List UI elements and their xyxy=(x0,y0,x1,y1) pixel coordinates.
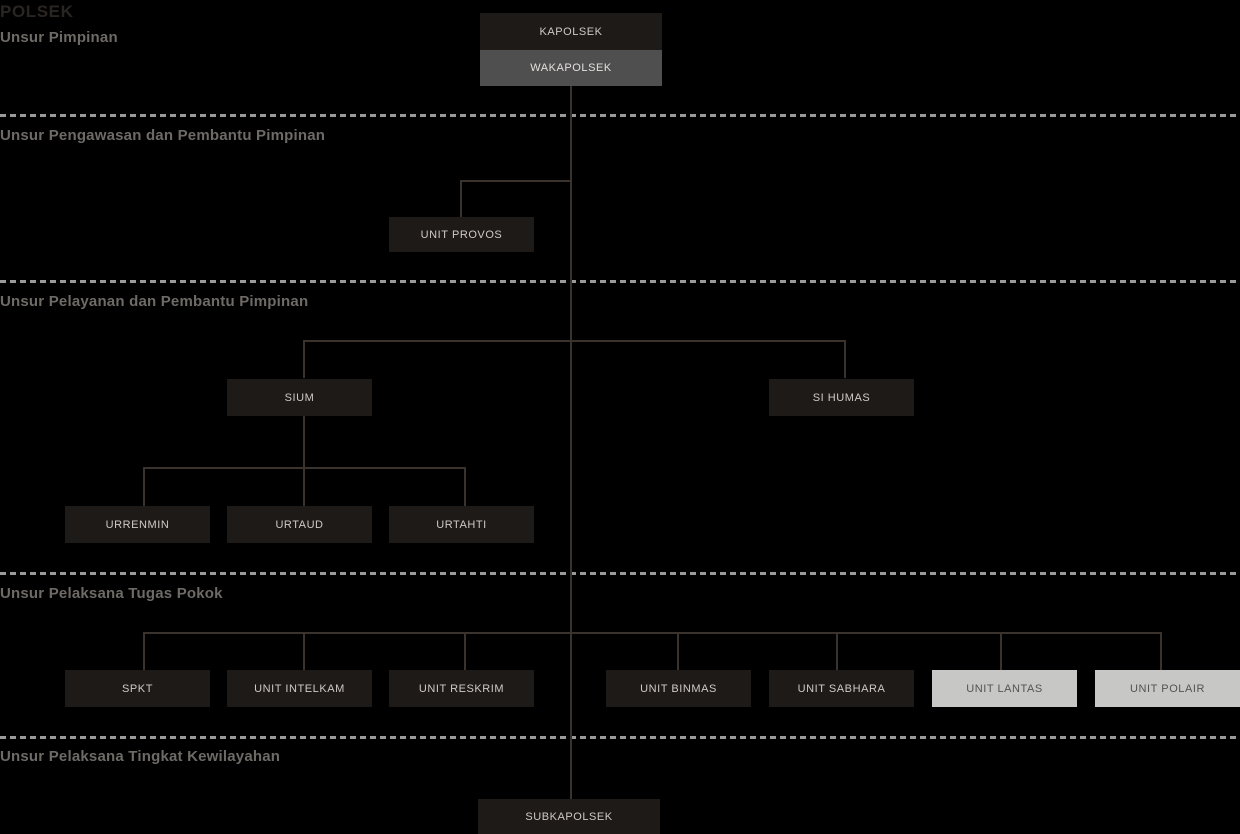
connector-sium-drop xyxy=(303,340,305,378)
section-label-pimpinan: Unsur Pimpinan xyxy=(0,29,118,46)
node-unit-intelkam[interactable]: UNIT INTELKAM xyxy=(227,670,372,707)
connector-urrenmin-drop xyxy=(143,467,145,506)
node-urtahti[interactable]: URTAHTI xyxy=(389,506,534,543)
connector-lantas-drop xyxy=(1000,632,1002,671)
connector-polair-drop xyxy=(1160,632,1162,671)
connector-intelkam-drop xyxy=(303,632,305,671)
node-unit-reskrim[interactable]: UNIT RESKRIM xyxy=(389,670,534,707)
node-unit-provos[interactable]: UNIT PROVOS xyxy=(389,217,534,252)
connector-provos-vertical xyxy=(460,180,462,218)
node-urtaud[interactable]: URTAUD xyxy=(227,506,372,543)
node-subkapolsek[interactable]: SUBKAPOLSEK xyxy=(478,799,660,834)
node-sium[interactable]: SIUM xyxy=(227,379,372,416)
section-label-pengawasan: Unsur Pengawasan dan Pembantu Pimpinan xyxy=(0,127,326,144)
node-kapolsek[interactable]: KAPOLSEK xyxy=(480,13,662,50)
page-title: POLSEK xyxy=(0,2,74,21)
section-label-pelayanan: Unsur Pelayanan dan Pembantu Pimpinan xyxy=(0,293,309,310)
node-unit-binmas[interactable]: UNIT BINMAS xyxy=(606,670,751,707)
node-urrenmin[interactable]: URRENMIN xyxy=(65,506,210,543)
connector-urtahti-drop xyxy=(464,467,466,506)
section-divider-3 xyxy=(0,572,1240,575)
section-divider-1 xyxy=(0,114,1240,117)
connector-reskrim-drop xyxy=(464,632,466,671)
node-spkt[interactable]: SPKT xyxy=(65,670,210,707)
section-divider-4 xyxy=(0,736,1240,739)
section-label-kewilayahan: Unsur Pelaksana Tingkat Kewilayahan xyxy=(0,748,281,765)
connector-sihumas-drop xyxy=(844,340,846,378)
node-wakapolsek[interactable]: WAKAPOLSEK xyxy=(480,50,662,86)
connector-binmas-drop xyxy=(677,632,679,671)
node-unit-sabhara[interactable]: UNIT SABHARA xyxy=(769,670,914,707)
section-divider-2 xyxy=(0,280,1240,283)
connector-sabhara-drop xyxy=(836,632,838,671)
connector-urtaud-drop xyxy=(303,467,305,506)
section-label-pelaksana: Unsur Pelaksana Tugas Pokok xyxy=(0,585,223,602)
node-unit-lantas[interactable]: UNIT LANTAS xyxy=(932,670,1077,707)
node-unit-polair[interactable]: UNIT POLAIR xyxy=(1095,670,1240,707)
connector-sium-humas-bar xyxy=(303,340,846,342)
connector-pelaksana-bar xyxy=(143,632,1162,634)
connector-sium-to-children xyxy=(303,416,305,468)
node-si-humas[interactable]: SI HUMAS xyxy=(769,379,914,416)
connector-spkt-drop xyxy=(143,632,145,671)
connector-trunk-main xyxy=(570,86,572,799)
connector-provos-horizontal xyxy=(460,180,571,182)
